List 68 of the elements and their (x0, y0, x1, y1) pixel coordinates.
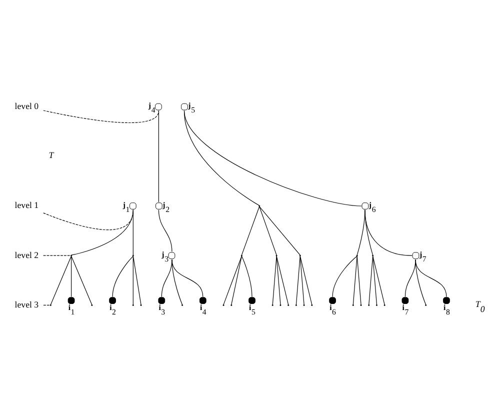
node-point (240, 254, 242, 256)
connector (172, 259, 204, 298)
node-text: level 0 (14, 100, 39, 111)
node-point (132, 254, 134, 256)
connector (43, 210, 134, 230)
node-point (303, 304, 305, 306)
node-point (70, 254, 72, 256)
connector (259, 206, 277, 256)
node-point (368, 304, 370, 306)
node-point (280, 304, 282, 306)
node-text: level 2 (14, 250, 39, 260)
node-point (376, 304, 378, 306)
connector (276, 256, 281, 305)
connector (43, 110, 159, 123)
connector (364, 210, 412, 256)
node-point (356, 254, 358, 256)
node-point (50, 304, 52, 306)
node-point (295, 304, 297, 306)
connector (132, 210, 134, 256)
connector (158, 110, 159, 202)
connector (272, 256, 277, 305)
node-point (299, 254, 301, 256)
connector (415, 259, 447, 298)
connector (276, 256, 289, 305)
node-point (222, 304, 224, 306)
connector (43, 255, 71, 256)
connector (71, 210, 134, 256)
connector (296, 256, 300, 305)
connector (241, 206, 260, 256)
node-point (272, 304, 274, 306)
connector (71, 256, 92, 305)
connector (132, 256, 142, 305)
connector (368, 256, 374, 305)
node-point (276, 254, 278, 256)
node-point (352, 304, 354, 306)
node-point (288, 304, 290, 306)
connector (415, 259, 426, 305)
label: T (48, 150, 54, 160)
node-point (360, 304, 362, 306)
connector (241, 256, 252, 298)
node-text: level 1 (14, 200, 39, 210)
connector (112, 256, 134, 298)
connector (158, 210, 172, 252)
node-point (384, 304, 386, 306)
node-point (258, 205, 260, 207)
node-point (132, 304, 134, 306)
connector (172, 259, 183, 305)
connector (259, 206, 300, 256)
node-point (230, 304, 232, 306)
node-text: level 3 (14, 299, 39, 310)
connector (372, 256, 378, 305)
node-point (372, 254, 374, 256)
connector (300, 256, 312, 305)
connector (223, 256, 242, 305)
connector (404, 259, 416, 298)
connector (50, 256, 72, 305)
node-point (182, 304, 184, 306)
connector (231, 256, 242, 305)
connector (300, 256, 304, 305)
node-point (91, 304, 93, 306)
node-point (425, 304, 427, 306)
connector (43, 304, 50, 306)
connector (132, 256, 134, 305)
node-point (311, 304, 313, 306)
connector (71, 256, 72, 298)
connector (372, 256, 385, 305)
connector (184, 110, 362, 206)
node-point (140, 304, 142, 306)
